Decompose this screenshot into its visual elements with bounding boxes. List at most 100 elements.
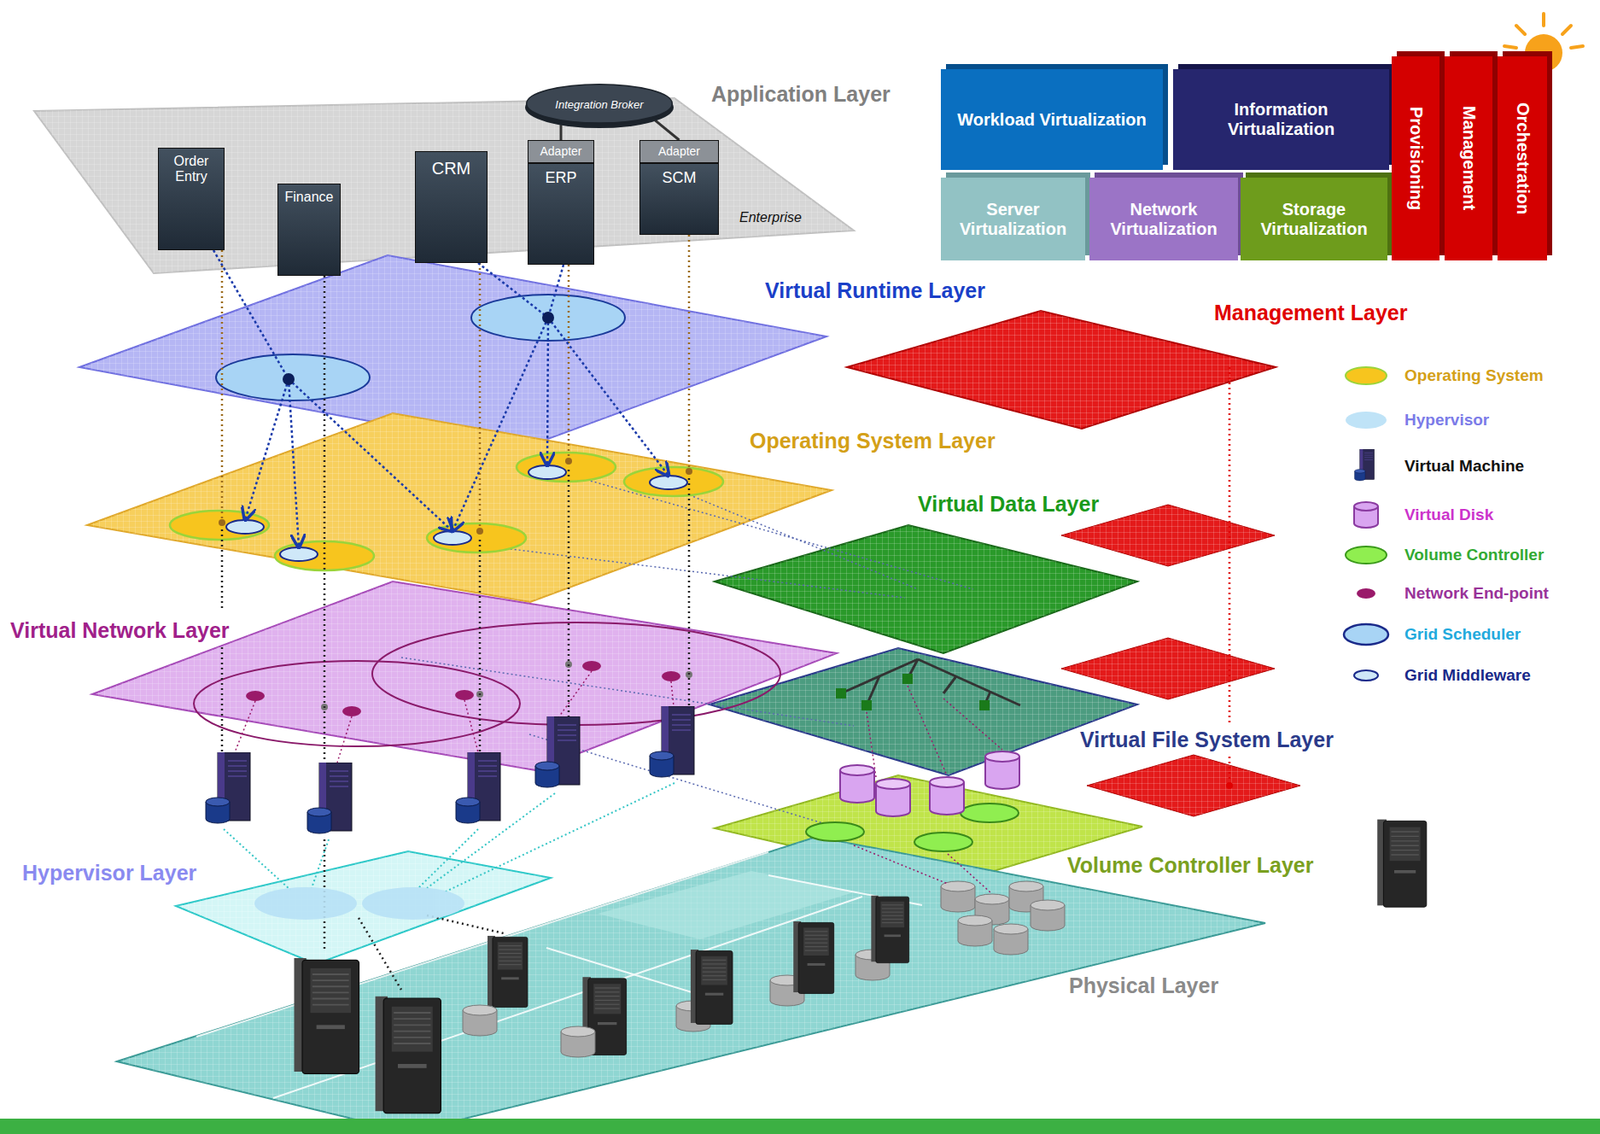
capability-block: Network Virtualization: [1089, 177, 1238, 261]
layer-plane: Operating System Layer: [87, 413, 832, 602]
layer-plane: Virtual File System Layer: [709, 648, 1138, 776]
block-label: Server Virtualization: [946, 199, 1080, 240]
layer-label: Application Layer: [711, 81, 891, 107]
box-label: SCM: [662, 169, 697, 187]
legend-label: Operating System: [1404, 366, 1544, 386]
layer-plane: Virtual Network Layer: [92, 581, 837, 771]
layer-grid: [714, 525, 1138, 654]
legend-swatch: [1340, 615, 1392, 654]
legend-swatch: [1340, 496, 1392, 534]
sun-icon-part: [1504, 13, 1583, 48]
layer-plane: Virtual Data Layer: [714, 525, 1138, 654]
block-label: Provisioning: [1406, 106, 1426, 211]
capability-block: Server Virtualization: [940, 177, 1086, 261]
layer-label: Management Layer: [1214, 300, 1408, 326]
application-box: Finance: [277, 183, 341, 276]
layer-outline: [709, 648, 1138, 776]
layer-fill: [34, 98, 854, 274]
legend-label: Grid Middleware: [1404, 665, 1531, 685]
footer-bar: [0, 1118, 1600, 1134]
management-link-part: [1228, 756, 1232, 786]
legend-ellipse: [1356, 588, 1376, 599]
legend-ellipse: [1345, 411, 1387, 429]
legend-swatch: [1340, 536, 1392, 574]
layer-grid: [34, 98, 854, 274]
legend-label: Hypervisor: [1404, 410, 1490, 430]
layer-fill: [92, 581, 837, 771]
layer-outline: [87, 413, 832, 602]
layer-fill: [87, 413, 832, 602]
broker-ellipse: Integration Broker: [525, 81, 674, 129]
legend-swatch: [1340, 401, 1392, 439]
sun-icon-part-part: [1504, 46, 1517, 48]
vms-part: [307, 762, 352, 834]
management-diamond: [1061, 504, 1301, 817]
legend-label: Virtual Disk: [1404, 505, 1494, 525]
box-label: Order Entry: [163, 153, 219, 186]
service-block: Provisioning: [1391, 56, 1440, 261]
management-link: [1228, 367, 1232, 786]
layer-label: Virtual Data Layer: [917, 491, 1099, 517]
legend-label: Volume Controller: [1404, 545, 1544, 565]
capability-block: Workload Virtualization: [940, 69, 1163, 170]
legend-label: Network End-point: [1404, 583, 1549, 603]
box-label: Finance: [285, 189, 334, 205]
block-label: Orchestration: [1512, 102, 1533, 215]
layer-label: Virtual File System Layer: [1080, 727, 1334, 753]
layer-label: Volume Controller Layer: [1067, 852, 1314, 878]
management-diamond-part: [1086, 754, 1301, 817]
management-link-part: [1228, 367, 1232, 723]
layer-grid: [709, 648, 1138, 776]
application-box: ERP: [527, 163, 595, 265]
sun-icon-part-part: [1541, 13, 1546, 26]
layer-label: Operating System Layer: [749, 428, 996, 454]
box-label: Adapter: [539, 144, 582, 158]
legend-swatch: [1340, 574, 1392, 613]
layer-fill: [846, 310, 1276, 429]
management-diamond-part: [1061, 637, 1275, 700]
layer-fill: [79, 255, 827, 450]
layer-plane: Physical Layer: [116, 836, 1266, 1133]
box-label: ERP: [544, 169, 577, 187]
sun-icon-part-part: [1562, 25, 1571, 35]
box-label: Adapter: [658, 144, 701, 158]
management-diamond-part: [1061, 637, 1275, 700]
physical-servers-part: [1377, 819, 1427, 908]
layer-grid: [79, 255, 827, 450]
box-label: CRM: [432, 158, 472, 179]
layer-grid: [846, 310, 1276, 429]
layer-grid: [116, 836, 1266, 1133]
legend-swatch: [1340, 447, 1392, 485]
layer-fill: [116, 836, 1266, 1133]
plane-label: Enterprise: [739, 210, 802, 226]
application-box: Order Entry: [157, 147, 225, 251]
sun-icon-part-part: [1516, 25, 1525, 35]
layer-fill: [714, 525, 1138, 654]
service-block: Orchestration: [1497, 56, 1548, 261]
layer-plane: Management Layer: [846, 310, 1276, 429]
layer-outline: [79, 255, 827, 450]
application-box: SCM: [639, 163, 719, 235]
service-block: Management: [1444, 56, 1493, 261]
adapter-box: Adapter: [527, 140, 595, 164]
legend-label: Grid Scheduler: [1404, 624, 1521, 644]
layer-outline: [714, 525, 1138, 654]
adapter-box: Adapter: [639, 140, 719, 164]
broker-label: Integration Broker: [554, 99, 643, 112]
layer-grid: [92, 581, 837, 771]
layer-fill: [709, 648, 1138, 776]
management-dot: [1226, 782, 1233, 789]
legend-disk-top: [1354, 502, 1379, 511]
layer-grid: [87, 413, 832, 602]
block-label: Storage Virtualization: [1246, 199, 1382, 240]
layer-plane: Application LayerEnterpriseOrder EntryFi…: [34, 98, 854, 274]
layer-outline: [846, 310, 1276, 429]
layer-label: Physical Layer: [1068, 973, 1219, 999]
block-label: Information Virtualization: [1187, 99, 1375, 140]
legend-label: Virtual Machine: [1404, 456, 1525, 476]
legend-ellipse: [1354, 670, 1379, 681]
vms-part: [205, 752, 251, 824]
legend-ellipse: [1343, 624, 1389, 645]
legend-swatch: [1340, 356, 1392, 395]
